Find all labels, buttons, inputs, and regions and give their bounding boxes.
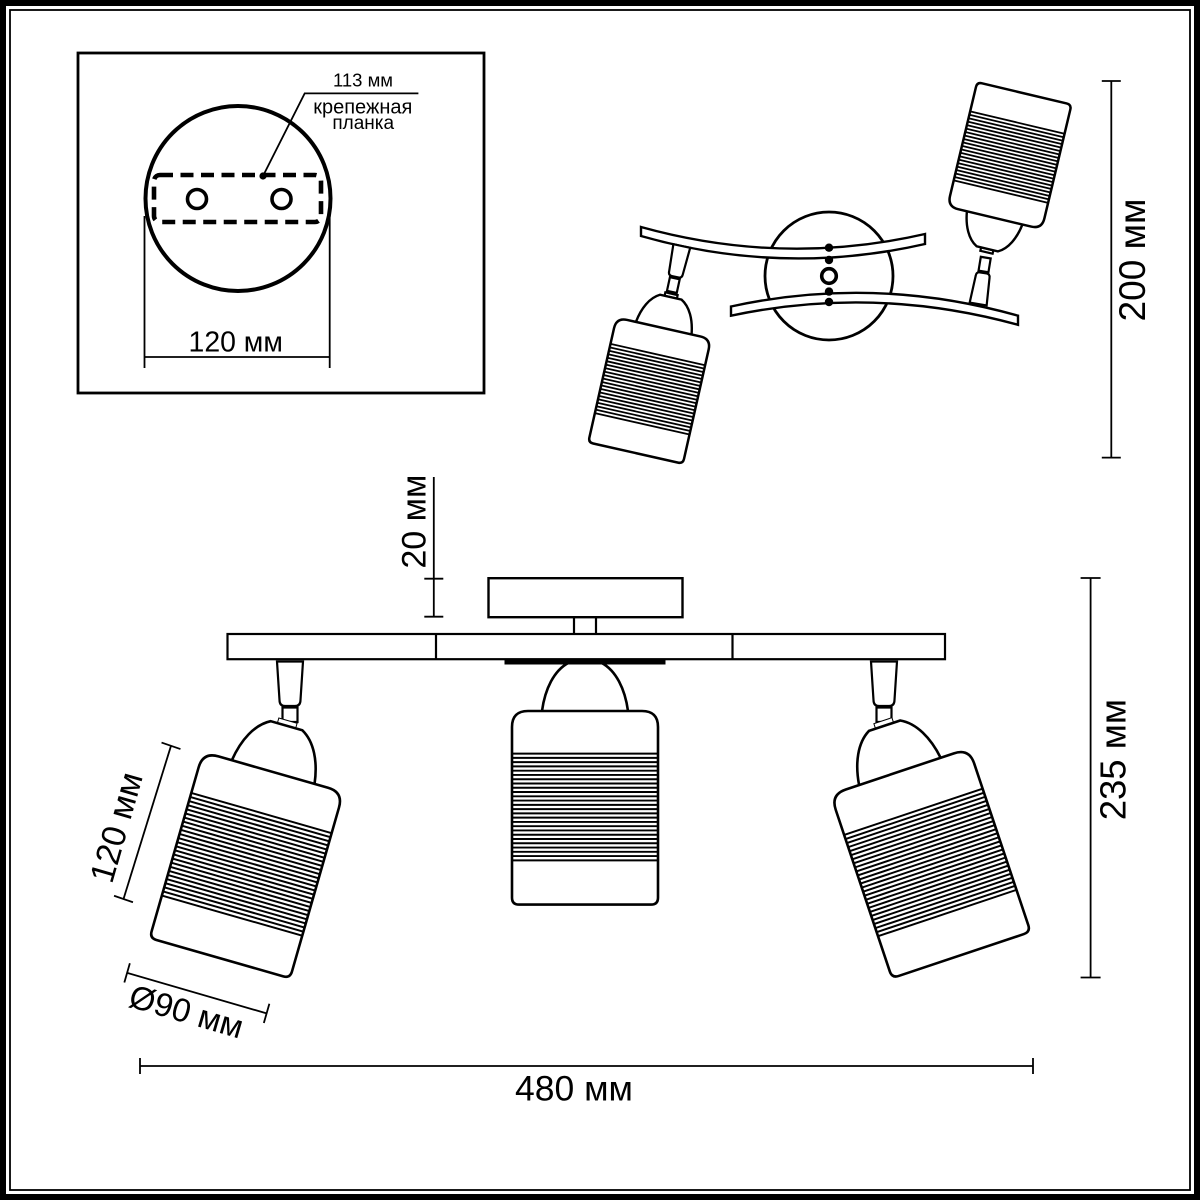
svg-text:планка: планка	[332, 113, 394, 134]
svg-text:113 мм: 113 мм	[333, 70, 393, 91]
svg-text:20 мм: 20 мм	[395, 475, 433, 569]
svg-text:235 мм: 235 мм	[1093, 699, 1134, 820]
svg-text:крепежная: крепежная	[313, 97, 412, 119]
svg-text:120 мм: 120 мм	[189, 327, 283, 359]
svg-text:480 мм: 480 мм	[515, 1069, 633, 1109]
svg-text:200 мм: 200 мм	[1112, 199, 1153, 322]
